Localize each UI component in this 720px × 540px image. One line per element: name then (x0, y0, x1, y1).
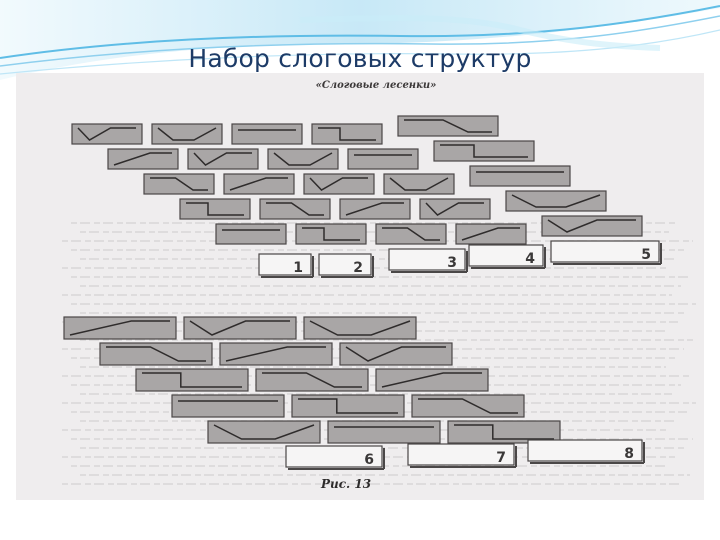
ladder-bar (187, 148, 259, 170)
ladder-bar (295, 223, 367, 245)
ladder-bar (63, 316, 177, 340)
block-number: 1 (293, 260, 303, 276)
number-box (550, 240, 660, 263)
ladder-pattern-line (440, 144, 528, 158)
ladder-bar (183, 316, 297, 340)
ladder-bar (135, 368, 249, 392)
figure-caption: Рис. 13 (321, 477, 372, 491)
block-number: 3 (447, 255, 457, 271)
block-number: 5 (641, 247, 651, 263)
number-box (258, 253, 312, 276)
ladder-pattern-line (193, 152, 252, 166)
block-number: 6 (364, 452, 374, 468)
figure-heading: «Слоговые лесенки» (315, 80, 437, 91)
ladder-pattern-line (302, 227, 360, 241)
ladder-pattern-line (461, 227, 520, 241)
ladder-bar (455, 223, 527, 245)
figure-photo: 1 2 3 4 5 6 7 8 «Слоговые лесенки» Рис. 13 (16, 73, 704, 500)
block-number: 8 (624, 446, 634, 462)
ladder-bar (255, 368, 369, 392)
ladder-pattern-line (229, 177, 288, 191)
ladder-pattern-line (382, 227, 440, 241)
ladder-pattern-line (404, 119, 492, 133)
block-number: 2 (353, 260, 363, 276)
ladder-bar (303, 173, 375, 195)
ladder-bar (469, 165, 571, 187)
ladder-bar (219, 342, 333, 366)
ladder-bar (107, 148, 179, 170)
block-number: 7 (496, 450, 506, 466)
number-box (407, 443, 515, 466)
ladder-bar (375, 368, 489, 392)
ladder-bar (339, 342, 453, 366)
ladder-bar (303, 316, 417, 340)
ladder-pattern-line (454, 424, 554, 440)
ladder-bar (143, 173, 215, 195)
ladder-bar (375, 223, 447, 245)
ladder-pattern-line (213, 424, 315, 440)
ladder-pattern-line (106, 346, 206, 362)
ladder-pattern-line (418, 398, 518, 414)
ladder-pattern-line (345, 346, 446, 362)
ladder-pattern-line (381, 372, 482, 388)
ladder-pattern-line (309, 320, 411, 336)
ladder-bar (207, 420, 321, 444)
ladder-bar (347, 148, 419, 170)
ladder-bar (99, 342, 213, 366)
ladder-bar (419, 198, 491, 220)
ladder-pattern-line (389, 177, 449, 191)
ladder-pattern-line (150, 177, 208, 191)
ladder-bar (397, 115, 499, 137)
ladder-bar (433, 140, 535, 162)
ladder-pattern-line (186, 202, 244, 216)
ladder-pattern-line (309, 177, 368, 191)
number-box (285, 445, 383, 468)
ladder-pattern-line (77, 127, 136, 141)
ladder-bar (383, 173, 455, 195)
number-box (318, 253, 372, 276)
ladder-bar (259, 198, 331, 220)
ladder-pattern-line (262, 372, 362, 388)
number-box (468, 244, 544, 267)
ladder-pattern-line (345, 202, 404, 216)
slide-title: Набор слоговых структур (188, 44, 532, 73)
number-box (527, 439, 643, 462)
syllable-ladder-figure: 1 2 3 4 5 6 7 8 (62, 115, 696, 485)
ladder-pattern-line (266, 202, 324, 216)
ladder-bar (291, 394, 405, 418)
ladder-pattern-line (273, 152, 333, 166)
ladder-bar (327, 420, 441, 444)
ladder-pattern-line (298, 398, 398, 414)
ladder-bar (447, 420, 561, 444)
ladder-bar (541, 215, 643, 237)
ladder-bar (505, 190, 607, 212)
ladder-bar (223, 173, 295, 195)
ladder-pattern-line (425, 202, 484, 216)
ladder-pattern-line (547, 219, 636, 233)
ladder-pattern-line (225, 346, 326, 362)
ladder-pattern-line (157, 127, 217, 141)
number-box (388, 248, 466, 271)
ladder-bar (339, 198, 411, 220)
ladder-pattern-line (69, 320, 170, 336)
header-wave-decoration (0, 0, 720, 80)
ladder-bar (71, 123, 143, 145)
ladder-pattern-line (318, 127, 376, 141)
ladder-bar (411, 394, 525, 418)
ladder-bar (179, 198, 251, 220)
ladder-bar (215, 223, 287, 245)
ladder-pattern-line (511, 194, 601, 208)
ladder-pattern-line (113, 152, 172, 166)
ladder-bar (151, 123, 223, 145)
block-number: 4 (525, 251, 535, 267)
ladder-pattern-line (189, 320, 290, 336)
ladder-bar (171, 394, 285, 418)
ladder-pattern-line (142, 372, 242, 388)
ladder-bar (311, 123, 383, 145)
ladder-bar (267, 148, 339, 170)
ladder-bar (231, 123, 303, 145)
